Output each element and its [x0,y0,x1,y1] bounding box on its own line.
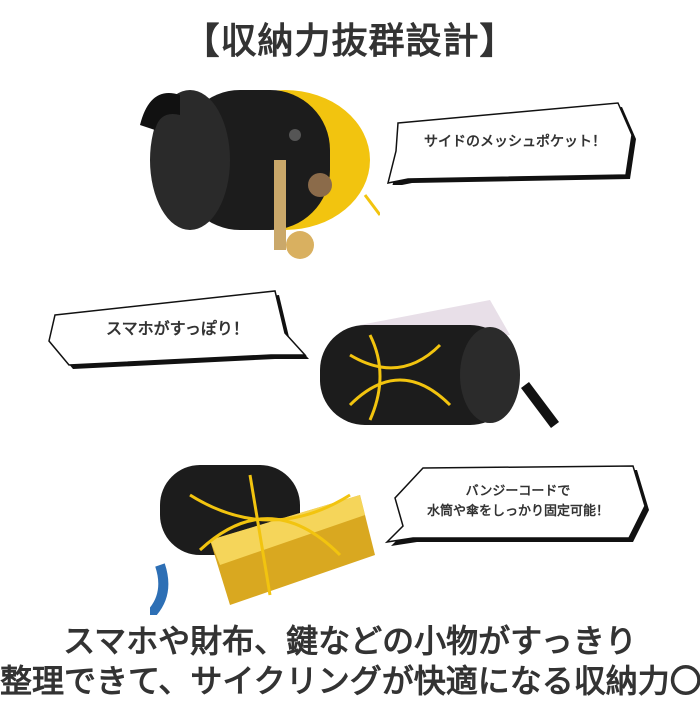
bubble-text-line1: バンジーコードで [465,484,571,499]
page-title: 【収納力抜群設計】 [183,21,517,62]
bag-photo-phone [320,300,559,428]
caption-line2: 整理できて、サイクリングが快適になる収納力〇 [0,662,700,700]
speech-bubble-phone: スマホがすっぽり！ [45,285,310,370]
bubble-text-line2: 水筒や傘をしっかり固定可能！ [426,504,609,519]
bubble-text: スマホがすっぽり！ [106,319,249,338]
bag-photo-bottle [150,465,375,615]
speech-bubble-shape [48,290,309,369]
speech-bubble-shape [386,102,636,185]
bag-photo-side-pocket [140,90,380,259]
speech-bubble-bungee: バンジーコードで 水筒や傘をしっかり固定可能！ [383,462,653,547]
caption-line1: スマホや財布、鍵などの小物がすっきり [63,622,637,660]
bubble-text: サイドのメッシュポケット！ [424,134,606,150]
speech-bubble-shape [384,465,649,546]
speech-bubble-side-pocket: サイドのメッシュポケット！ [380,95,650,185]
